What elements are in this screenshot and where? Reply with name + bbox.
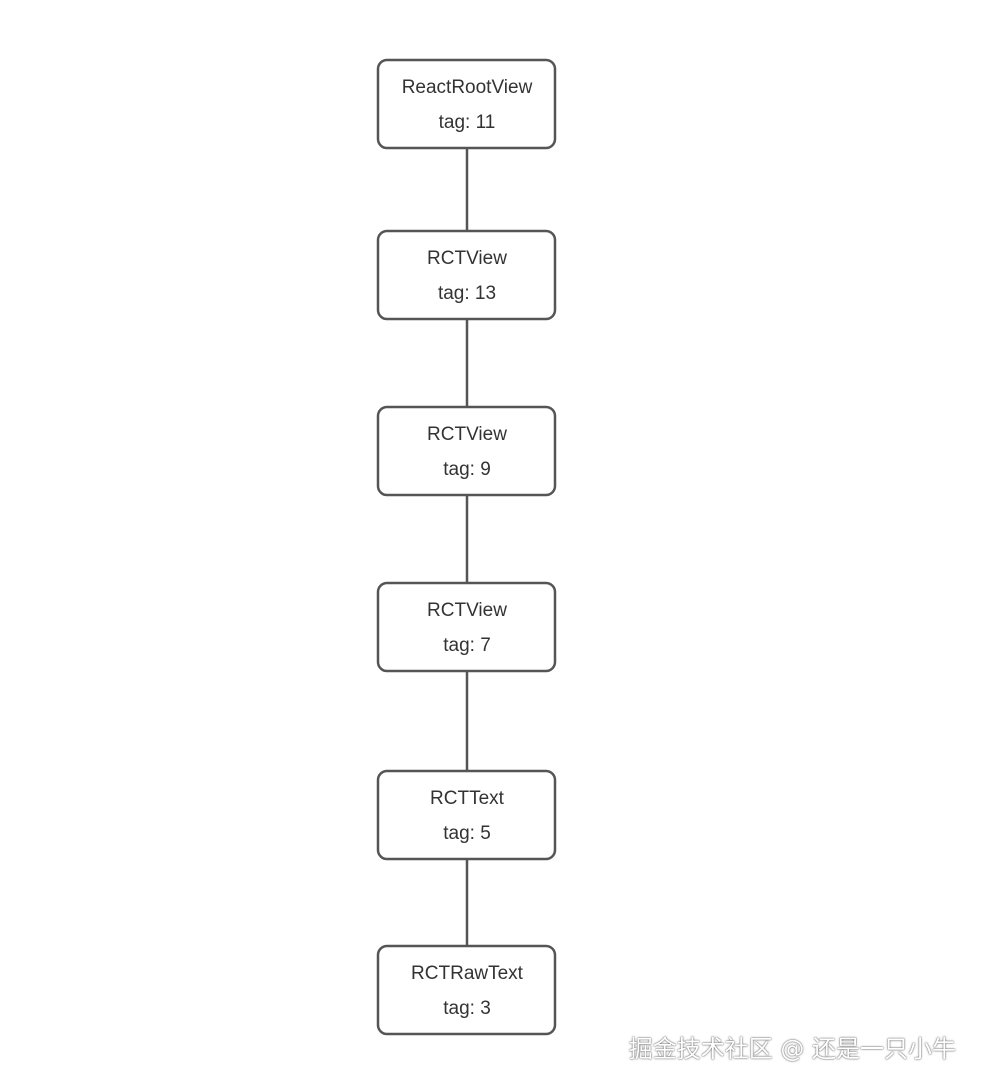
node-tag: tag: 5 xyxy=(443,823,491,844)
node-rct-view-7: RCTView tag: 7 xyxy=(376,581,557,673)
node-name: RCTRawText xyxy=(411,963,524,984)
node-name: RCTView xyxy=(427,424,507,445)
node-name: RCTView xyxy=(427,600,507,621)
node-tag: tag: 3 xyxy=(443,998,491,1019)
watermark-text: 掘金技术社区 @ 还是一只小牛 xyxy=(628,1035,956,1063)
node-rct-text-5: RCTText tag: 5 xyxy=(376,769,557,861)
node-rct-view-9: RCTView tag: 9 xyxy=(376,405,557,497)
node-name: ReactRootView xyxy=(402,77,533,98)
node-tag: tag: 7 xyxy=(443,635,491,656)
node-name: RCTView xyxy=(427,248,507,269)
node-tag: tag: 13 xyxy=(438,283,496,304)
node-rct-view-13: RCTView tag: 13 xyxy=(376,229,557,321)
node-tag: tag: 9 xyxy=(443,459,491,480)
node-tag: tag: 11 xyxy=(439,112,496,133)
node-react-root-view: ReactRootView tag: 11 xyxy=(376,58,557,150)
node-name: RCTText xyxy=(430,788,505,809)
node-rct-raw-text-3: RCTRawText tag: 3 xyxy=(376,944,557,1036)
